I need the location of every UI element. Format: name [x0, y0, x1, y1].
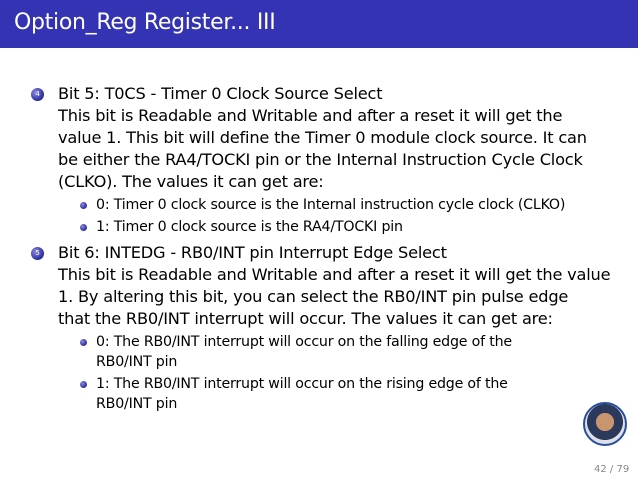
sub-item-text: 0: The RB0/INT interrupt will occur on t…	[96, 334, 512, 370]
item-line: (CLKO). The values it can get are:	[58, 172, 324, 191]
number-bullet-icon: 4	[31, 88, 44, 101]
item-line: be either the RA4/TOCKI pin or the Inter…	[58, 150, 583, 169]
sub-item: 0: The RB0/INT interrupt will occur on t…	[58, 332, 526, 372]
item-heading: Bit 5: T0CS - Timer 0 Clock Source Selec…	[58, 84, 383, 103]
author-logo-image	[583, 402, 627, 446]
bullet-icon	[80, 224, 87, 231]
sub-item: 0: Timer 0 clock source is the Internal …	[58, 195, 628, 215]
item-line: 1. By altering this bit, you can select …	[58, 287, 569, 306]
list-item-bit5: 4 Bit 5: T0CS - Timer 0 Clock Source Sel…	[31, 83, 628, 237]
sub-item-text: 0: Timer 0 clock source is the Internal …	[96, 197, 566, 213]
item-heading: Bit 6: INTEDG - RB0/INT pin Interrupt Ed…	[58, 243, 447, 262]
item-line: This bit is Readable and Writable and af…	[58, 265, 611, 284]
bullet-icon	[80, 339, 87, 346]
slide-title: Option_Reg Register... III	[14, 10, 276, 35]
page-number: 42 / 79	[594, 464, 630, 475]
bullet-icon	[80, 202, 87, 209]
bullet-icon	[80, 381, 87, 388]
number-bullet-icon: 5	[31, 247, 44, 260]
sub-item-text: 1: Timer 0 clock source is the RA4/TOCKI…	[96, 219, 403, 235]
sub-item: 1: Timer 0 clock source is the RA4/TOCKI…	[58, 217, 628, 237]
item-line: that the RB0/INT interrupt will occur. T…	[58, 309, 553, 328]
sub-item: 1: The RB0/INT interrupt will occur on t…	[58, 374, 526, 414]
item-line: value 1. This bit will define the Timer …	[58, 128, 587, 147]
item-line: This bit is Readable and Writable and af…	[58, 106, 563, 125]
sub-item-text: 1: The RB0/INT interrupt will occur on t…	[96, 376, 508, 412]
title-bar: Option_Reg Register... III	[0, 0, 638, 48]
list-item-bit6: 5 Bit 6: INTEDG - RB0/INT pin Interrupt …	[31, 242, 628, 414]
